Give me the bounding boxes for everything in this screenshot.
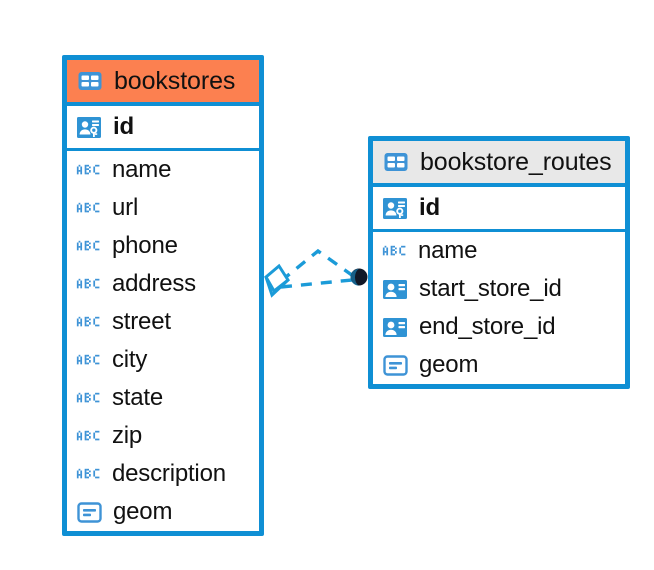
field-row-phone[interactable]: phone — [67, 227, 259, 265]
field-label: name — [112, 156, 172, 183]
field-label: url — [112, 194, 139, 221]
field-row-city[interactable]: city — [67, 341, 259, 379]
field-label: description — [112, 460, 226, 487]
table-icon — [382, 148, 410, 176]
abc-text-icon — [76, 195, 102, 221]
abc-text-icon — [76, 347, 102, 373]
field-label: id — [113, 113, 134, 140]
field-label: state — [112, 384, 164, 411]
geometry-icon — [382, 352, 409, 379]
abc-text-icon — [382, 238, 408, 264]
field-label: start_store_id — [419, 275, 562, 302]
foreign-key-icon — [382, 314, 409, 341]
entity-bookstore-routes[interactable]: bookstore_routes id — [368, 136, 630, 389]
field-label: end_store_id — [419, 313, 556, 340]
abc-text-icon — [76, 271, 102, 297]
filled-circle-marker — [350, 268, 368, 286]
field-row-id[interactable]: id — [373, 187, 625, 232]
abc-text-icon — [76, 233, 102, 259]
field-label: id — [419, 194, 440, 221]
abc-text-icon — [76, 423, 102, 449]
entity-field-list: id nam — [373, 187, 625, 384]
field-row-end-store-id[interactable]: end_store_id — [373, 308, 625, 346]
field-row-state[interactable]: state — [67, 379, 259, 417]
geometry-icon — [76, 499, 103, 526]
table-icon — [76, 67, 104, 95]
field-row-geom[interactable]: geom — [67, 493, 259, 531]
entity-header-bookstore-routes[interactable]: bookstore_routes — [373, 141, 625, 187]
primary-key-icon — [382, 195, 409, 222]
entity-bookstores[interactable]: bookstores id — [62, 55, 264, 536]
field-label: phone — [112, 232, 178, 259]
field-row-id[interactable]: id — [67, 106, 259, 151]
field-row-name[interactable]: name — [67, 151, 259, 189]
field-row-zip[interactable]: zip — [67, 417, 259, 455]
field-label: zip — [112, 422, 143, 449]
abc-text-icon — [76, 385, 102, 411]
filled-circle-highlight — [350, 268, 359, 286]
abc-text-icon — [76, 309, 102, 335]
field-label: city — [112, 346, 148, 373]
field-label: geom — [419, 351, 479, 378]
abc-text-icon — [76, 461, 102, 487]
field-row-geom[interactable]: geom — [373, 346, 625, 384]
field-label: street — [112, 308, 171, 335]
entity-field-list: id nam — [67, 106, 259, 531]
entity-title: bookstores — [114, 66, 236, 95]
field-row-description[interactable]: description — [67, 455, 259, 493]
entity-header-bookstores[interactable]: bookstores — [67, 60, 259, 106]
foreign-key-icon — [382, 276, 409, 303]
relationship-line-lower — [280, 278, 353, 289]
field-row-url[interactable]: url — [67, 189, 259, 227]
relationship-line-upper — [279, 248, 357, 283]
field-row-name[interactable]: name — [373, 232, 625, 270]
field-row-street[interactable]: street — [67, 303, 259, 341]
field-row-start-store-id[interactable]: start_store_id — [373, 270, 625, 308]
field-label: name — [418, 237, 478, 264]
field-row-address[interactable]: address — [67, 265, 259, 303]
entity-title: bookstore_routes — [420, 147, 612, 176]
field-label: geom — [113, 498, 173, 525]
diamond-outline-marker — [264, 263, 290, 298]
abc-text-icon — [76, 157, 102, 183]
primary-key-icon — [76, 114, 103, 141]
field-label: address — [112, 270, 196, 297]
